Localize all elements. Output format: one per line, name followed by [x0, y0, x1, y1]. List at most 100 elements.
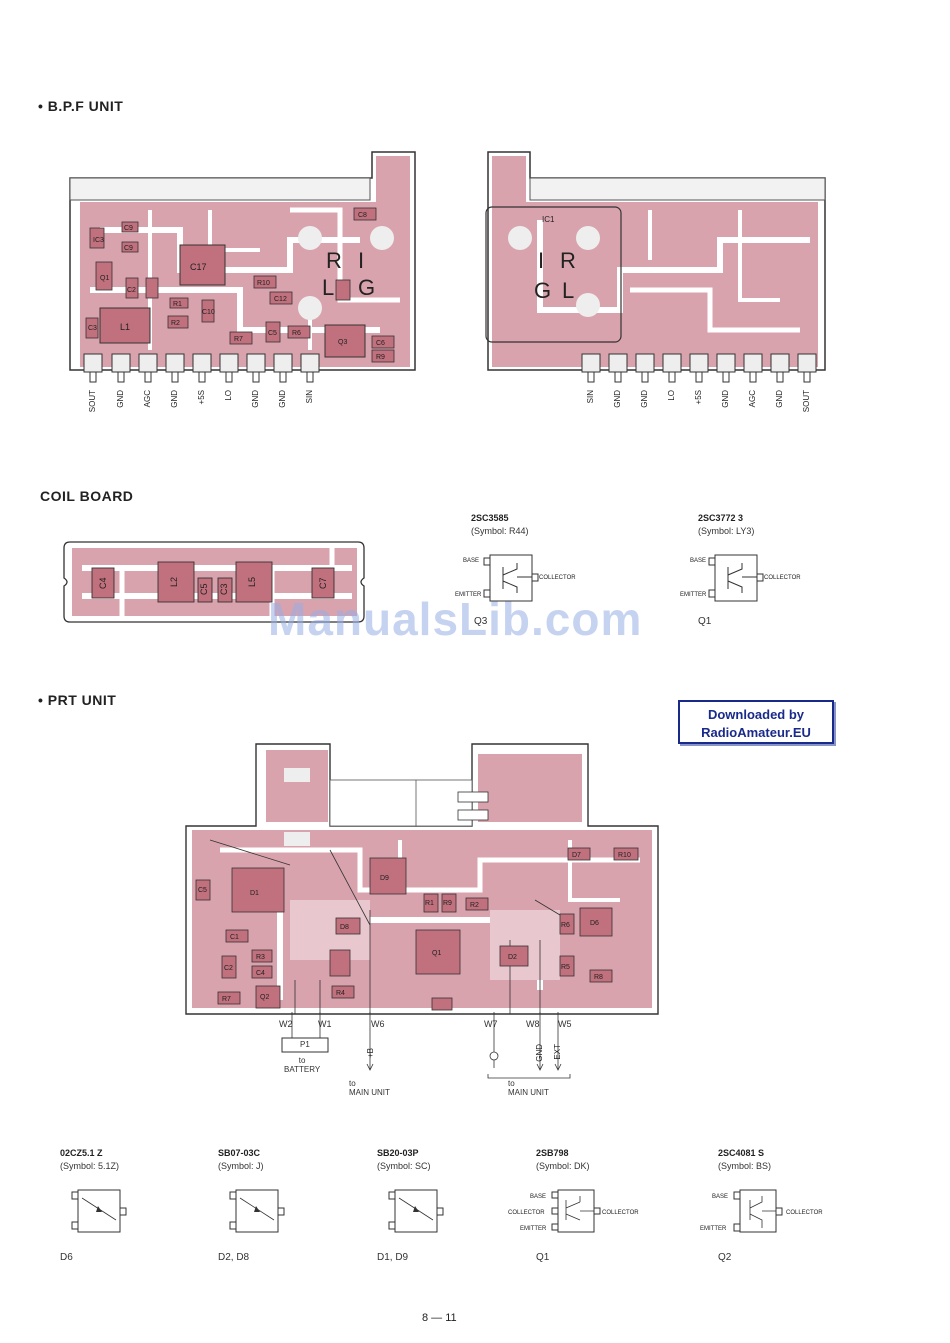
bpf-label-c3: C3	[88, 325, 97, 332]
bpf-label-q1: Q1	[100, 275, 109, 282]
q1-bottom-ref: Q1	[536, 1252, 550, 1263]
q3-collector-label: COLLECTOR	[539, 575, 576, 581]
bpf-label-c10: C10	[202, 309, 215, 316]
prt-label-d7: D7	[572, 852, 581, 859]
bpf-right-pin-8: GND	[775, 390, 784, 408]
q1-top-base-label: BASE	[690, 558, 706, 564]
prt-unit-title: • PRT UNIT	[38, 692, 117, 708]
d2d8-ref: D2, D8	[218, 1252, 250, 1263]
q3-part-name: 2SC3585	[471, 513, 509, 523]
q2-emitter-label: EMITTER	[700, 1226, 727, 1232]
bpf-label-ic3: IC3	[93, 237, 104, 244]
bpf-right-pin-5: +5S	[694, 390, 703, 405]
q3-symbol: (Symbol: R44)	[471, 526, 529, 536]
q1-bottom-symbol: (Symbol: DK)	[536, 1161, 590, 1171]
bpf-right-letter-i: I	[538, 248, 544, 273]
q1-top-ref: Q1	[698, 616, 712, 627]
bpf-left-letter-r: R	[326, 248, 342, 273]
bpf-left-letter-g: G	[358, 275, 375, 300]
prt-wire-w5: W5	[558, 1019, 572, 1029]
prt-board: C5 D1 D9 D7 R10 C1 D8 R1 R9 R2 D6 R6 R5 …	[185, 743, 659, 1015]
prt-label-c5: C5	[198, 887, 207, 894]
bpf-right-letter-l: L	[562, 278, 574, 303]
bpf-right-pin-7: AGC	[748, 390, 757, 408]
prt-wire-w8: W8	[526, 1019, 540, 1029]
d1d9-symbol: (Symbol: SC)	[377, 1161, 431, 1171]
prt-label-r4: R4	[336, 990, 345, 997]
bpf-label-c2: C2	[127, 287, 136, 294]
q3-emitter-label: EMITTER	[455, 592, 482, 598]
bpf-right-pin-4: LO	[667, 390, 676, 401]
d1d9-diode-diagram	[388, 1189, 444, 1233]
bpf-label-l1: L1	[120, 322, 130, 332]
d1d9-ref: D1, D9	[377, 1252, 409, 1263]
bpf-left-pin-5: +5S	[197, 390, 206, 405]
bpf-left-pin-8: GND	[278, 390, 287, 408]
downloaded-by-badge[interactable]: Downloaded by RadioAmateur.EU	[678, 700, 834, 744]
bpf-left-pin-9: SIN	[305, 390, 314, 404]
bpf-label-r6: R6	[292, 330, 301, 337]
bpf-left-board: IC3 C9 C9 C17 R10 C8 R1 C2 C12 R2 L1 R7 …	[69, 151, 416, 383]
d2d8-diode-diagram	[229, 1189, 285, 1233]
coil-label-6: C7	[318, 577, 328, 589]
prt-label-r10: R10	[618, 852, 631, 859]
bpf-right-pin-3: GND	[640, 390, 649, 408]
d1d9-part-name: SB20-03P	[377, 1148, 419, 1158]
bpf-label-r9: R9	[376, 354, 385, 361]
bpf-right-letter-g: G	[534, 278, 551, 303]
d2d8-part-name: SB07-03C	[218, 1148, 261, 1158]
q1-top-part-name: 2SC3772 3	[698, 513, 744, 523]
bpf-label-r7: R7	[234, 336, 243, 343]
q1-top-emitter-label: EMITTER	[680, 592, 707, 598]
prt-label-q2: Q2	[260, 994, 269, 1001]
prt-plus-b-label: +B	[366, 1048, 375, 1059]
bpf-label-c6: C6	[376, 340, 385, 347]
coil-label-2: L2	[169, 577, 179, 587]
q2-transistor-diagram: BASE EMITTER COLLECTOR	[700, 1189, 823, 1233]
prt-p1-label: P1	[300, 1040, 310, 1049]
bpf-label-c8: C8	[358, 212, 367, 219]
prt-label-d8: D8	[340, 924, 349, 931]
prt-label-r6: R6	[561, 922, 570, 929]
d6-part-name: 02CZ5.1 Z	[60, 1148, 103, 1158]
d6-ref: D6	[60, 1252, 73, 1263]
badge-line-1: Downloaded by	[707, 707, 805, 722]
prt-label-r1: R1	[425, 900, 434, 907]
prt-label-r3: R3	[256, 954, 265, 961]
coil-board-title: COIL BOARD	[40, 488, 134, 504]
coil-label-3: C5	[199, 583, 209, 595]
bpf-right-ic1: IC1	[542, 215, 555, 224]
q1-bottom-emitter-label: EMITTER	[520, 1226, 547, 1232]
bpf-label-c5: C5	[268, 330, 277, 337]
q1-bottom-collector-left-label: COLLECTOR	[508, 1210, 545, 1216]
q3-transistor-diagram: BASE EMITTER COLLECTOR	[455, 554, 576, 602]
bpf-left-pin-2: GND	[116, 390, 125, 408]
q1-bottom-base-label: BASE	[530, 1194, 546, 1200]
bpf-left-pin-3: AGC	[143, 390, 152, 408]
bpf-label-c9b: C9	[124, 245, 133, 252]
prt-label-r9: R9	[443, 900, 452, 907]
d2d8-symbol: (Symbol: J)	[218, 1161, 264, 1171]
prt-label-c1: C1	[230, 934, 239, 941]
bpf-right-pin-2: GND	[613, 390, 622, 408]
prt-label-d2: D2	[508, 954, 517, 961]
bpf-label-c9: C9	[124, 225, 133, 232]
prt-label-r5: R5	[561, 964, 570, 971]
bpf-label-q3: Q3	[338, 339, 347, 346]
q3-ref: Q3	[474, 616, 488, 627]
prt-connections	[281, 1012, 571, 1079]
d6-diode-diagram	[71, 1189, 127, 1233]
prt-label-c4: C4	[256, 970, 265, 977]
prt-ext-label: EXT	[553, 1044, 562, 1060]
coil-label-5: L5	[247, 577, 257, 587]
prt-wire-w2: W2	[279, 1019, 293, 1029]
prt-to-main-unit-2: to MAIN UNIT	[508, 1079, 549, 1097]
q1-top-collector-label: COLLECTOR	[764, 575, 801, 581]
q1-bottom-part-name: 2SB798	[536, 1148, 569, 1158]
manualslib-watermark: ManualsLib.com	[268, 593, 643, 645]
d6-symbol: (Symbol: 5.1Z)	[60, 1161, 120, 1171]
bpf-left-pin-4: GND	[170, 390, 179, 408]
prt-gnd-label: GND	[535, 1044, 544, 1062]
q3-base-label: BASE	[463, 558, 479, 564]
prt-wire-w7: W7	[484, 1019, 498, 1029]
